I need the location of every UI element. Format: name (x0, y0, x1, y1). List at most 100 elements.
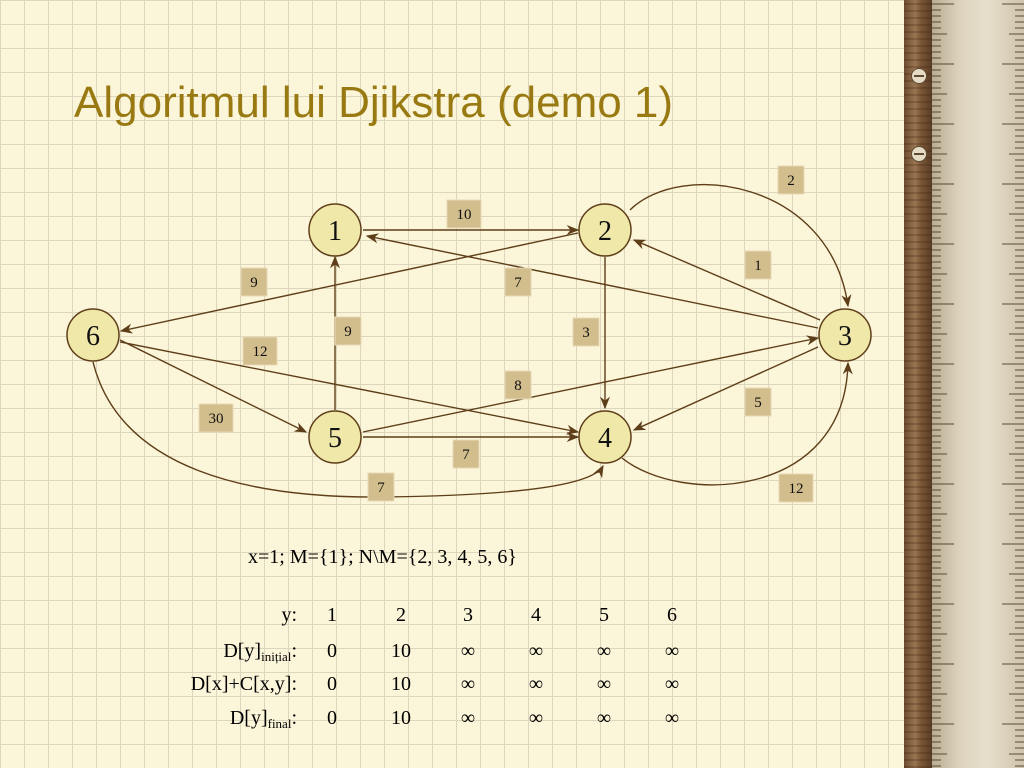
node-5: 5 (308, 410, 362, 464)
edge-5-3 (362, 335, 820, 433)
node-label: 2 (598, 216, 612, 247)
weight-label: 2 (787, 173, 795, 189)
slide-title: Algoritmul lui Djikstra (demo 1) (74, 78, 674, 127)
weight-box (334, 316, 362, 346)
table-row-label: D[y]final: (97, 707, 297, 732)
weight-box (744, 387, 772, 417)
edge-weight-6-4: 7 (367, 472, 395, 502)
row-label-suffix: : (291, 707, 297, 729)
weight-box (452, 439, 480, 469)
table-cell: ∞ (460, 640, 476, 662)
node-label: 3 (838, 321, 852, 352)
node-1: 1 (308, 203, 362, 257)
weight-label: 8 (514, 378, 522, 394)
edge-3-2 (632, 239, 821, 321)
weight-box (777, 165, 805, 195)
weight-box (504, 267, 532, 297)
edge-6-4 (92, 361, 604, 498)
ruler-scale (932, 0, 1024, 768)
edge-weight-2-6: 9 (240, 267, 268, 297)
table-cell: ∞ (664, 707, 680, 729)
ruler-decoration (904, 0, 1024, 768)
table-cell: ∞ (528, 640, 544, 662)
weight-box (240, 267, 268, 297)
weight-box (504, 370, 532, 400)
node-label: 1 (328, 216, 342, 247)
row-label-subscript: inițial (261, 649, 292, 664)
table-header-label: y: (281, 604, 297, 626)
table-cell: ∞ (664, 673, 680, 695)
table-cell: 0 (327, 673, 337, 695)
weight-box (367, 472, 395, 502)
row-label-text: D[y] (223, 640, 262, 662)
table-column-header: 4 (531, 604, 541, 626)
table-cell: ∞ (528, 673, 544, 695)
edge-2-6 (119, 232, 579, 334)
node-2: 2 (578, 203, 632, 257)
table-cell: 10 (391, 707, 411, 729)
edge-6-5 (119, 339, 308, 433)
weight-label: 12 (253, 344, 268, 360)
row-label-text: D[x]+C[x,y]: (190, 673, 297, 695)
node-label: 4 (598, 423, 612, 454)
weight-label: 9 (344, 324, 352, 340)
weight-box (198, 403, 234, 433)
edge-weight-5-3: 8 (504, 370, 532, 400)
node-3: 3 (818, 308, 872, 362)
table-cell: 10 (391, 673, 411, 695)
ruler-wood-strip (904, 0, 932, 768)
weight-box (778, 473, 814, 503)
node-circle (578, 203, 632, 257)
edge-3-1 (365, 233, 819, 329)
node-6: 6 (66, 308, 120, 362)
node-label: 6 (86, 321, 100, 352)
row-label-subscript: final (267, 716, 292, 731)
table-cell: ∞ (664, 640, 680, 662)
edge-weight-6-4: 12 (242, 336, 278, 366)
table-cell: 0 (327, 640, 337, 662)
node-circle (308, 203, 362, 257)
edge-weight-4-3: 12 (778, 473, 814, 503)
table-cell: ∞ (460, 673, 476, 695)
table-row-label: D[x]+C[x,y]: (97, 673, 297, 696)
row-label-text: D[y] (229, 707, 268, 729)
screw-icon (911, 68, 927, 84)
table-column-header: 6 (667, 604, 677, 626)
edge-6-4 (119, 341, 580, 435)
edge-2-3 (629, 184, 852, 308)
edge-weight-6-5: 30 (198, 403, 234, 433)
edge-weight-5-1: 9 (334, 316, 362, 346)
status-line: x=1; M={1}; N\M={2, 3, 4, 5, 6} (248, 546, 517, 568)
edge-4-3 (621, 361, 853, 486)
weight-box (242, 336, 278, 366)
weight-label: 7 (377, 480, 385, 496)
screw-icon (911, 146, 927, 162)
weight-label: 3 (582, 325, 590, 341)
weight-label: 9 (250, 275, 258, 291)
edge-weight-3-2: 1 (744, 250, 772, 280)
table-cell: ∞ (596, 640, 612, 662)
table-cell: ∞ (460, 707, 476, 729)
table-column-header: 3 (463, 604, 473, 626)
weight-label: 10 (457, 207, 472, 223)
edge-weight-2-4: 3 (572, 317, 600, 347)
edge-weight-5-4: 7 (452, 439, 480, 469)
edge-weight-1-2: 10 (446, 199, 482, 229)
table-cell: ∞ (596, 673, 612, 695)
node-label: 5 (328, 423, 342, 454)
weight-label: 30 (209, 411, 224, 427)
edge-weight-3-1: 7 (504, 267, 532, 297)
weight-box (744, 250, 772, 280)
table-row-label: D[y]inițial: (97, 640, 297, 665)
weight-label: 5 (754, 395, 762, 411)
weight-label: 7 (514, 275, 522, 291)
node-4: 4 (578, 410, 632, 464)
table-cell: ∞ (596, 707, 612, 729)
weight-label: 1 (754, 258, 762, 274)
table-column-header: 1 (327, 604, 337, 626)
table-column-header: 2 (396, 604, 406, 626)
ruler-ticks (932, 3, 1024, 767)
node-circle (818, 308, 872, 362)
